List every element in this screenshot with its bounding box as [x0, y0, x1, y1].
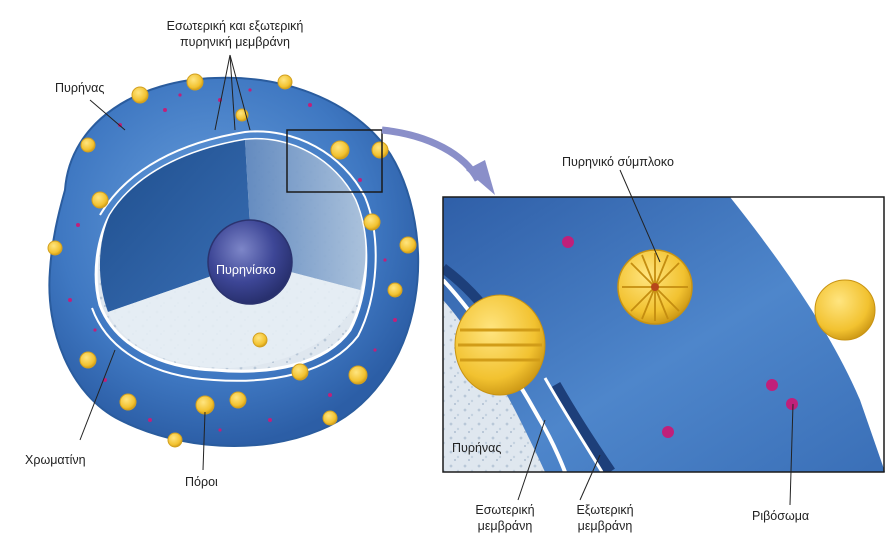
- pore-top: [618, 250, 692, 324]
- inset-panel: [443, 197, 885, 472]
- pore-side: [455, 295, 545, 395]
- pore-complex-label: Πυρηνικό σύμπλοκο: [562, 154, 674, 170]
- inner-membrane-label: Εσωτερική μεμβράνη: [455, 502, 555, 534]
- pore-edge: [815, 280, 875, 340]
- nucleus-label: Πυρήνας: [55, 80, 104, 96]
- inset-nucleus-label: Πυρήνας: [452, 440, 501, 456]
- inner-membrane-line1: Εσωτερική: [455, 502, 555, 518]
- membranes-label-line2: πυρηνική μεμβράνη: [130, 34, 340, 50]
- membranes-label-line1: Εσωτερική και εξωτερική: [130, 18, 340, 34]
- membranes-label: Εσωτερική και εξωτερική πυρηνική μεμβράν…: [130, 18, 340, 50]
- outer-membrane-label: Εξωτερική μεμβράνη: [555, 502, 655, 534]
- nucleolus-label: Πυρηνίσκο: [216, 262, 276, 278]
- chromatin-label: Χρωματίνη: [25, 452, 86, 468]
- ribosome-label: Ριβόσωμα: [752, 508, 809, 524]
- inner-membrane-line2: μεμβράνη: [455, 518, 555, 534]
- outer-membrane-line1: Εξωτερική: [555, 502, 655, 518]
- pores-label: Πόροι: [185, 474, 218, 490]
- outer-membrane-line2: μεμβράνη: [555, 518, 655, 534]
